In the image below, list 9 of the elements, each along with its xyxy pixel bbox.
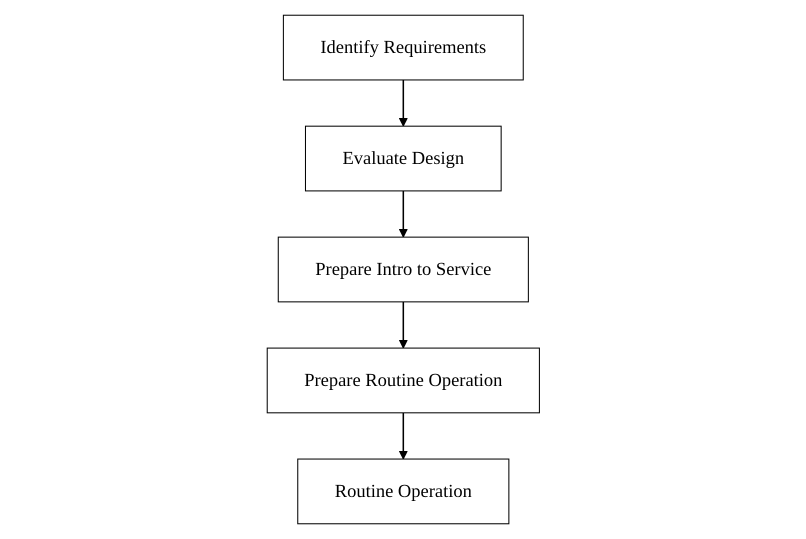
node-box: Identify Requirements: [282, 14, 524, 80]
arrow: [398, 412, 408, 460]
arrow: [398, 190, 408, 238]
node-box: Prepare Routine Operation: [266, 348, 540, 414]
arrow: [398, 80, 408, 127]
node-box: Prepare Intro to Service: [277, 236, 529, 302]
node-box: Routine Operation: [296, 458, 510, 524]
node-box: Evaluate Design: [304, 126, 502, 192]
arrow: [398, 302, 408, 348]
